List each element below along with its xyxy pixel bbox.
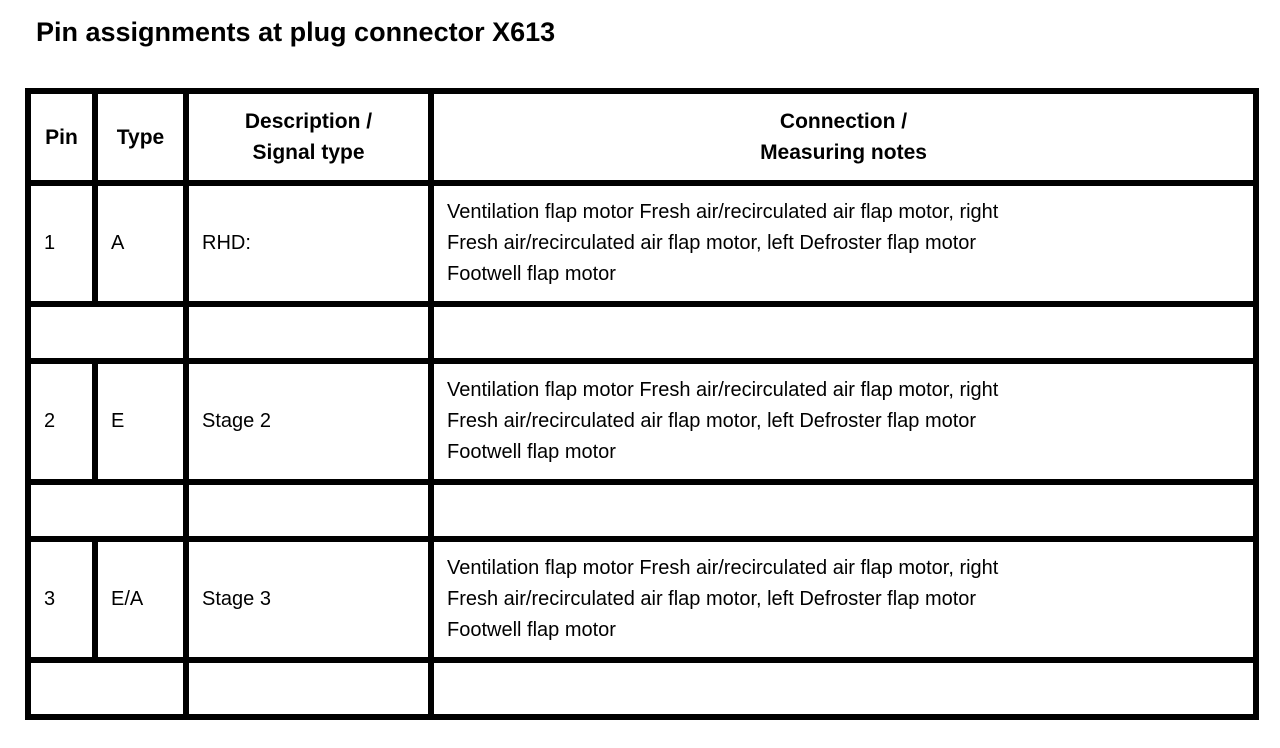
spacer-pin-type-cell xyxy=(25,479,189,542)
table-header-row: Pin Type Description / Signal type Conne… xyxy=(25,88,1259,186)
connection-cell: Ventilation flap motor Fresh air/recircu… xyxy=(428,180,1259,307)
spacer-row xyxy=(25,657,1259,720)
header-connection-measuring-notes: Connection / Measuring notes xyxy=(428,88,1259,186)
pin-cell: 1 xyxy=(25,180,98,307)
spacer-connection-cell xyxy=(428,657,1259,720)
spacer-pin-type-cell xyxy=(25,657,189,720)
spacer-row xyxy=(25,479,1259,542)
description-cell: RHD: xyxy=(183,180,434,307)
pin-assignment-table: Pin Type Description / Signal type Conne… xyxy=(25,88,1259,720)
spacer-pin-type-cell xyxy=(25,301,189,364)
description-cell: Stage 2 xyxy=(183,358,434,485)
spacer-description-cell xyxy=(183,657,434,720)
header-type: Type xyxy=(92,88,189,186)
type-cell: E/A xyxy=(92,536,189,663)
type-cell: E xyxy=(92,358,189,485)
spacer-row xyxy=(25,301,1259,364)
spacer-description-cell xyxy=(183,301,434,364)
pin-cell: 3 xyxy=(25,536,98,663)
connection-cell: Ventilation flap motor Fresh air/recircu… xyxy=(428,536,1259,663)
table-row-pin-3: 3 E/A Stage 3 Ventilation flap motor Fre… xyxy=(25,536,1259,663)
header-description-signal-type: Description / Signal type xyxy=(183,88,434,186)
connection-cell: Ventilation flap motor Fresh air/recircu… xyxy=(428,358,1259,485)
spacer-description-cell xyxy=(183,479,434,542)
header-pin: Pin xyxy=(25,88,98,186)
type-cell: A xyxy=(92,180,189,307)
spacer-connection-cell xyxy=(428,301,1259,364)
table-row-pin-2: 2 E Stage 2 Ventilation flap motor Fresh… xyxy=(25,358,1259,485)
pin-cell: 2 xyxy=(25,358,98,485)
table-row-pin-1: 1 A RHD: Ventilation flap motor Fresh ai… xyxy=(25,180,1259,307)
description-cell: Stage 3 xyxy=(183,536,434,663)
page-title: Pin assignments at plug connector X613 xyxy=(36,17,556,47)
spacer-connection-cell xyxy=(428,479,1259,542)
